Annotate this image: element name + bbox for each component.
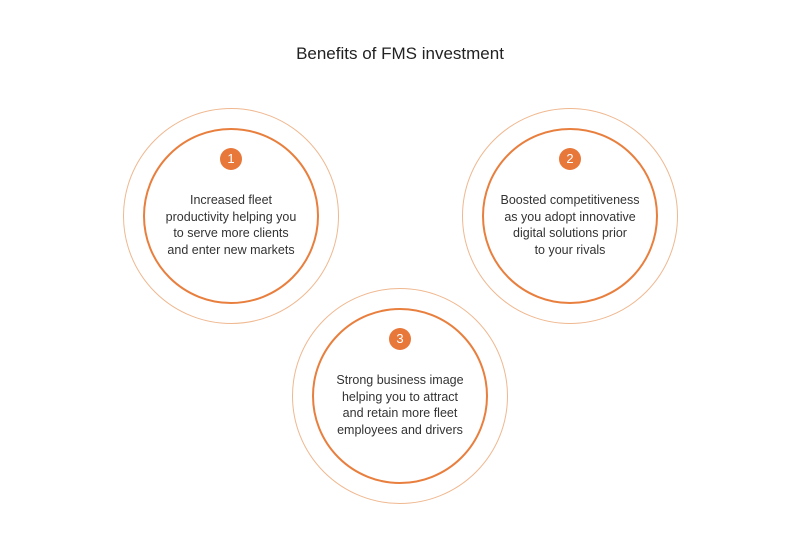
text-line: productivity helping you	[165, 209, 297, 224]
text-line: digital solutions prior	[513, 226, 627, 241]
outer-ring	[292, 288, 508, 504]
text-line: and enter new markets	[167, 243, 295, 258]
benefit-circle-2: 2 Boosted competitiveness as you adopt i…	[462, 108, 678, 324]
text-line: and retain more fleet	[342, 406, 458, 421]
text-line: as you adopt innovative	[504, 209, 636, 224]
text-line: to serve more clients	[173, 226, 289, 241]
benefit-circle-3: 3 Strong business image helping you to a…	[292, 288, 508, 504]
benefit-text: Increased fleet productivity helping you…	[151, 192, 311, 259]
outer-ring	[462, 108, 678, 324]
text-line: Strong business image	[336, 373, 464, 387]
outer-ring	[123, 108, 339, 324]
number-badge: 1	[220, 148, 242, 170]
text-line: Boosted competitiveness	[500, 193, 640, 207]
number-badge: 2	[559, 148, 581, 170]
benefit-text: Boosted competitiveness as you adopt inn…	[490, 192, 650, 259]
text-line: helping you to attract	[341, 389, 459, 404]
number-badge: 3	[389, 328, 411, 350]
text-line: to your rivals	[534, 243, 606, 258]
benefit-text: Strong business image helping you to att…	[320, 372, 480, 439]
text-line: Increased fleet	[190, 193, 272, 207]
diagram-title: Benefits of FMS investment	[296, 44, 504, 63]
benefit-circle-1: 1 Increased fleet productivity helping y…	[123, 108, 339, 324]
text-line: employees and drivers	[337, 423, 463, 438]
